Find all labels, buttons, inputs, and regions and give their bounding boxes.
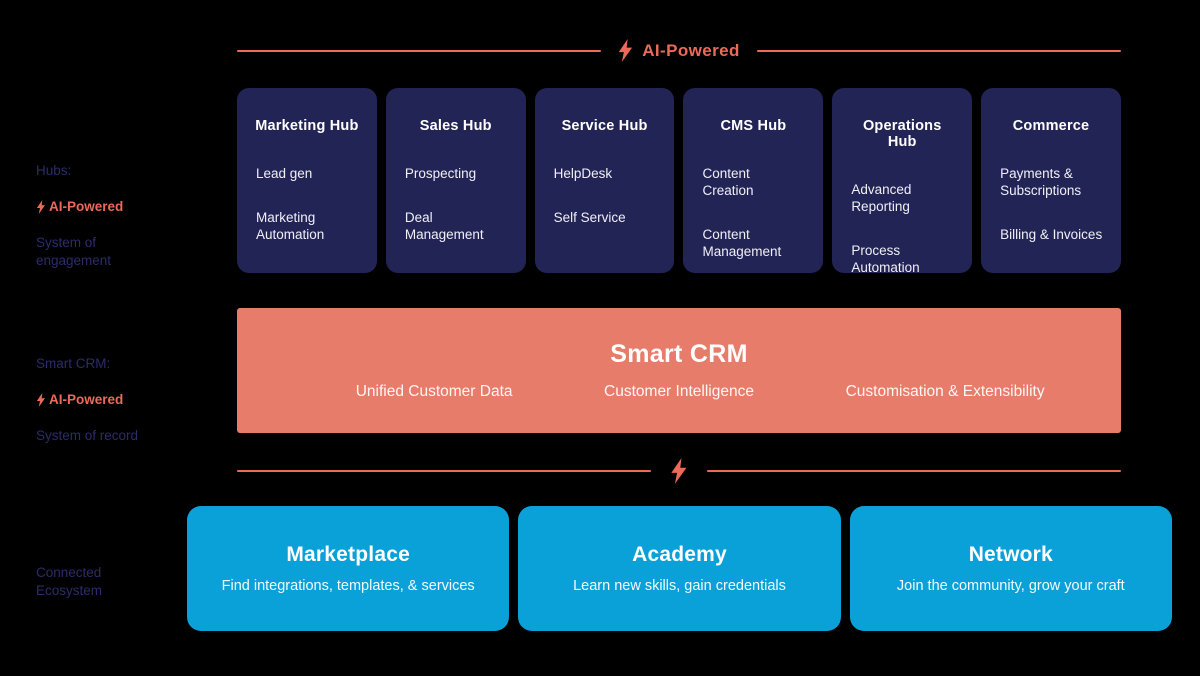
hubs-side-label-ai: AI-Powered bbox=[36, 198, 123, 216]
smart-crm-item: Customer Intelligence bbox=[604, 383, 754, 400]
hub-item: Self Service bbox=[553, 210, 626, 225]
hub-card-marketing: Marketing Hub Lead gen Marketing Automat… bbox=[237, 88, 377, 273]
hub-card-operations: Operations Hub Advanced Reporting Proces… bbox=[832, 88, 973, 275]
hub-title: Commerce bbox=[1012, 118, 1090, 134]
divider-line bbox=[756, 49, 1121, 52]
smart-crm-item: Unified Customer Data bbox=[355, 383, 513, 400]
ai-powered-text: AI-Powered bbox=[642, 40, 740, 60]
hubs-side-label-ai-text: AI-Powered bbox=[49, 199, 124, 214]
lightning-bolt-icon bbox=[618, 39, 633, 62]
hub-item: Deal Management bbox=[404, 210, 484, 242]
smart-crm-bar: Smart CRM Unified Customer Data Customer… bbox=[237, 308, 1121, 433]
hub-item: Marketing Automation bbox=[256, 210, 325, 242]
crm-side-label-line3: System of record bbox=[36, 428, 139, 443]
hub-item: Content Creation bbox=[702, 166, 754, 198]
hubs-side-label-line3: System of engagement bbox=[36, 235, 112, 268]
hub-card-commerce: Commerce Payments & Subscriptions Billin… bbox=[981, 88, 1121, 273]
crm-side-label-ai-text: AI-Powered bbox=[49, 392, 124, 407]
hub-item: Billing & Invoices bbox=[1000, 227, 1103, 242]
hub-title: CMS Hub bbox=[720, 118, 787, 134]
lightning-bolt-icon bbox=[671, 457, 687, 484]
eco-card-title: Network bbox=[968, 543, 1053, 566]
hub-item: Process Automation bbox=[851, 243, 920, 275]
hubs-row: Marketing Hub Lead gen Marketing Automat… bbox=[237, 88, 1121, 275]
smart-crm-title: Smart CRM bbox=[610, 340, 748, 368]
lightning-bolt-icon bbox=[36, 200, 46, 214]
crm-side-label: Smart CRM: AI-Powered System of record bbox=[36, 337, 138, 463]
divider-line bbox=[237, 469, 651, 472]
hub-title: Sales Hub bbox=[419, 118, 492, 134]
smart-crm-item: Customisation & Extensibility bbox=[845, 383, 1045, 400]
hub-item: Advanced Reporting bbox=[851, 182, 912, 214]
hub-title: Marketing Hub bbox=[255, 118, 359, 134]
hub-item: Content Management bbox=[702, 227, 782, 259]
hubs-side-label: Hubs: AI-Powered System of engagement bbox=[36, 144, 123, 288]
crm-side-label-ai: AI-Powered bbox=[36, 391, 138, 409]
hub-card-cms: CMS Hub Content Creation Content Managem… bbox=[683, 88, 824, 273]
eco-card-marketplace: Marketplace Find integrations, templates… bbox=[187, 506, 510, 631]
eco-card-network: Network Join the community, grow your cr… bbox=[849, 506, 1172, 631]
ecosystem-side-label: Connected Ecosystem bbox=[36, 546, 102, 618]
lightning-bolt-wrap bbox=[671, 457, 687, 484]
divider-line bbox=[707, 469, 1121, 472]
eco-card-title: Academy bbox=[632, 543, 727, 566]
hub-item: Lead gen bbox=[256, 166, 313, 181]
hubs-side-label-line1: Hubs: bbox=[36, 163, 72, 178]
ecosystem-side-label-text: Connected Ecosystem bbox=[36, 565, 103, 598]
hub-title: Operations Hub bbox=[862, 118, 942, 150]
ai-powered-divider-top: AI-Powered bbox=[237, 38, 1121, 63]
eco-card-subtitle: Find integrations, templates, & services bbox=[221, 578, 475, 594]
hub-card-service: Service Hub HelpDesk Self Service bbox=[534, 88, 675, 273]
lightning-bolt-icon bbox=[36, 393, 46, 407]
divider-line bbox=[237, 49, 602, 52]
hub-card-sales: Sales Hub Prospecting Deal Management bbox=[385, 88, 526, 273]
eco-card-title: Marketplace bbox=[286, 543, 410, 566]
ai-powered-label: AI-Powered bbox=[618, 39, 740, 62]
eco-card-academy: Academy Learn new skills, gain credentia… bbox=[518, 506, 841, 631]
ecosystem-row: Marketplace Find integrations, templates… bbox=[187, 506, 1172, 631]
crm-side-label-line1: Smart CRM: bbox=[36, 356, 111, 371]
hub-title: Service Hub bbox=[561, 118, 648, 134]
eco-card-subtitle: Join the community, grow your craft bbox=[896, 578, 1125, 594]
ai-powered-divider-middle bbox=[237, 457, 1121, 484]
hub-item: HelpDesk bbox=[553, 166, 613, 181]
hub-item: Prospecting bbox=[404, 166, 477, 181]
eco-card-subtitle: Learn new skills, gain credentials bbox=[573, 578, 786, 594]
hub-item: Payments & Subscriptions bbox=[1000, 166, 1082, 198]
